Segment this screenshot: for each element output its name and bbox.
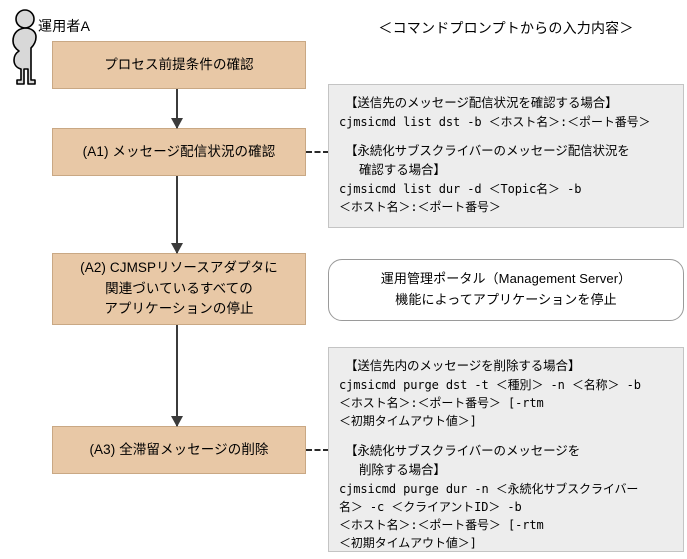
prompt-column-header: ＜コマンドプロンプトからの入力内容＞ <box>378 20 634 36</box>
command-note-a1-line-5: cjmsicmd list dur -d ＜Topic名＞ -b <box>339 182 582 197</box>
command-note-a3-line-2: ＜ホスト名＞:＜ポート番号＞ [-rtm <box>339 396 544 411</box>
actor-label: 運用者A <box>38 18 91 34</box>
command-note-a3-line-6: 削除する場合】 <box>359 462 446 477</box>
process-box-a3-label: (A3) 全滞留メッセージの削除 <box>89 441 269 457</box>
command-note-a1: 【送信先のメッセージ配信状況を確認する場合】 cjmsicmd list dst … <box>328 84 684 228</box>
process-box-precheck[interactable]: プロセス前提条件の確認 <box>52 41 306 89</box>
command-note-a1-line-3: 【永続化サブスクライバーのメッセージ配信状況を <box>345 144 630 159</box>
command-note-a3-line-8: 名＞ -c ＜クライアントID＞ -b <box>339 499 522 514</box>
command-note-a3-line-3: ＜初期タイムアウト値＞] <box>339 414 477 429</box>
rounded-note-a2-line2: 機能によってアプリケーションを停止 <box>395 292 617 307</box>
rounded-note-a2-text: 運用管理ポータル（Management Server） 機能によってアプリケーシ… <box>381 269 631 311</box>
command-note-a1-line-1: cjmsicmd list dst -b ＜ホスト名＞:＜ポート番号＞ <box>339 115 651 129</box>
process-box-a2-label: (A2) CJMSPリソースアダプタに 関連づいているすべての アプリケーション… <box>74 258 284 321</box>
process-box-a1[interactable]: (A1) メッセージ配信状況の確認 <box>52 128 306 176</box>
process-box-a2-line1: (A2) CJMSPリソースアダプタに <box>80 259 278 275</box>
command-note-a3-line-10: ＜初期タイムアウト値＞] <box>339 536 477 551</box>
command-note-a1-line-4: 確認する場合】 <box>359 163 446 178</box>
dashed-connector-a3 <box>306 449 329 451</box>
command-note-a1-spacer <box>339 131 675 142</box>
process-box-a2-line3: アプリケーションの停止 <box>104 301 254 317</box>
process-box-a2[interactable]: (A2) CJMSPリソースアダプタに 関連づいているすべての アプリケーション… <box>52 253 306 325</box>
rounded-note-a2-line1: 運用管理ポータル（Management Server） <box>380 271 632 287</box>
flow-arrow-down-1 <box>171 89 183 129</box>
command-note-a3-line-7: cjmsicmd purge dur -n ＜永続化サブスクライバー <box>339 481 639 496</box>
command-note-a3-line-5: 【永続化サブスクライバーのメッセージを <box>345 443 581 458</box>
command-note-a1-line-6: ＜ホスト名＞:＜ポート番号＞ <box>339 200 501 215</box>
dashed-connector-a1 <box>306 151 329 153</box>
flow-arrow-down-2 <box>171 176 183 254</box>
command-note-a1-line-0: 【送信先のメッセージ配信状況を確認する場合】 <box>345 96 618 110</box>
command-note-a3-spacer <box>339 431 675 442</box>
process-box-precheck-label: プロセス前提条件の確認 <box>104 56 254 72</box>
command-note-a3-line-1: cjmsicmd purge dst -t ＜種別＞ -n ＜名称＞ -b <box>339 378 641 392</box>
flow-arrow-down-3 <box>171 325 183 427</box>
command-note-a3: 【送信先内のメッセージを削除する場合】 cjmsicmd purge dst -t… <box>328 347 684 552</box>
command-note-a3-line-0: 【送信先内のメッセージを削除する場合】 <box>345 359 581 373</box>
command-note-a3-line-9: ＜ホスト名＞:＜ポート番号＞ [-rtm <box>339 518 544 533</box>
rounded-note-a2: 運用管理ポータル（Management Server） 機能によってアプリケーシ… <box>328 259 684 321</box>
process-box-a2-line2: 関連づいているすべての <box>105 280 253 296</box>
process-box-a3[interactable]: (A3) 全滞留メッセージの削除 <box>52 426 306 474</box>
person-standing-icon <box>12 9 37 85</box>
process-box-a1-label: (A1) メッセージ配信状況の確認 <box>82 143 276 159</box>
